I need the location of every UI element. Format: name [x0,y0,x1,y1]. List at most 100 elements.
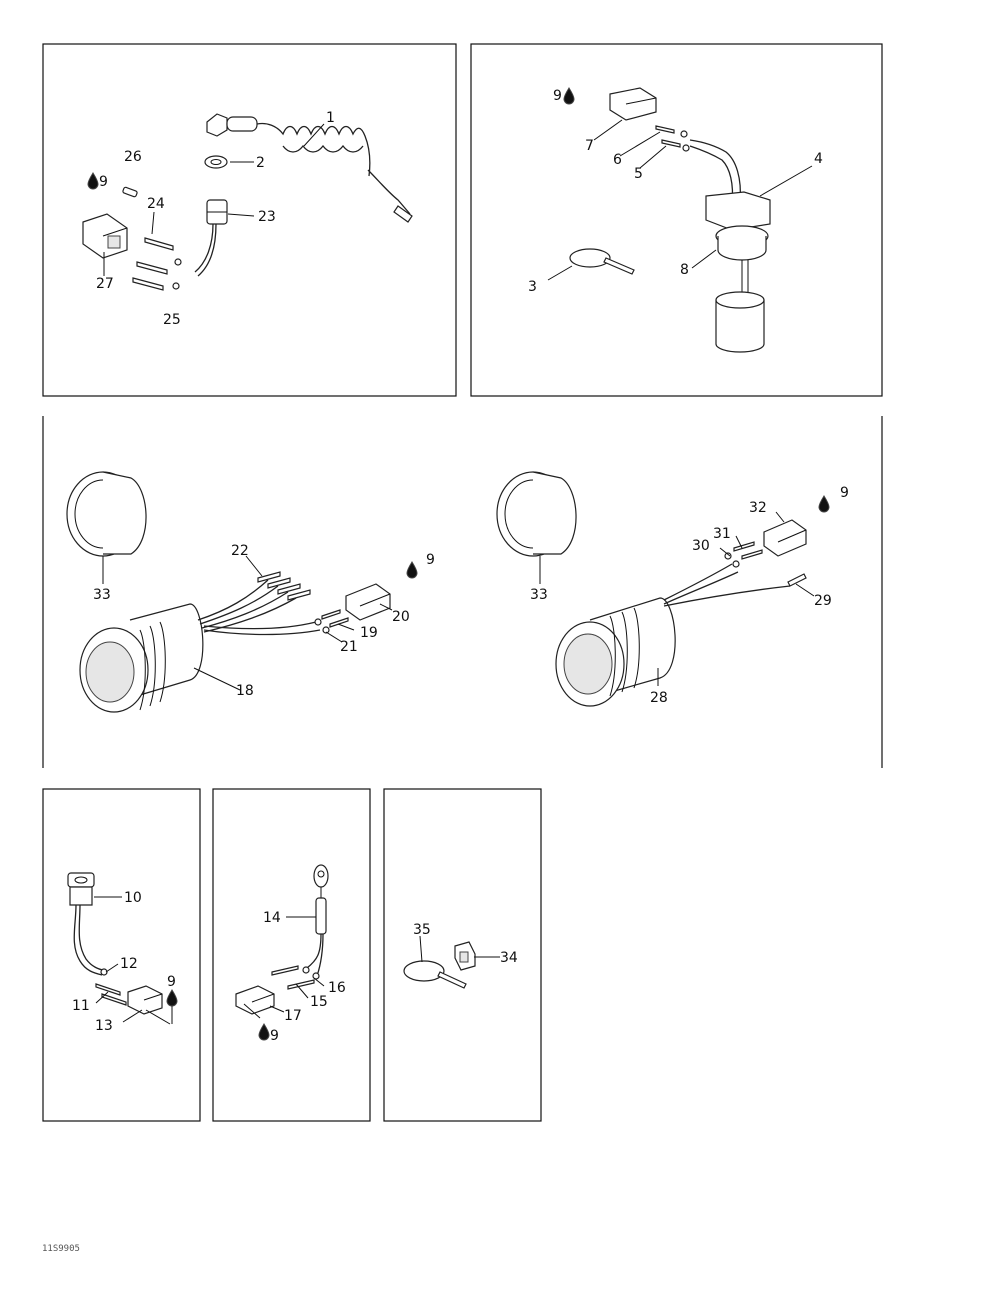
terminal [144,237,174,251]
callout-label: 6 [613,152,622,168]
callout-label: 18 [236,683,254,699]
switch-wire [197,223,217,277]
terminal [132,277,164,291]
callout-label: 33 [530,587,548,603]
callout-label: 14 [263,910,281,926]
terminal [321,609,341,620]
oil-drop-icon [87,172,99,190]
oil-drop-icon [818,495,830,513]
callout-label: 32 [749,500,767,516]
terminal [733,541,755,552]
gauge-assembly-left [66,471,391,713]
sensor-wire [689,139,742,203]
sensor-float [715,300,765,353]
panel-sender [212,788,371,1122]
reference-code: 11S9905 [42,1244,80,1254]
callout-label: 33 [93,587,111,603]
terminal [271,965,299,976]
sensor-head [705,191,771,231]
sender-assembly [235,864,329,1015]
switch-elbow [206,113,228,137]
callout-label: 26 [124,149,142,165]
panel-gauges [42,416,883,768]
terminal [257,571,281,583]
callout-label: 15 [310,994,328,1010]
callout-label: 9 [167,974,176,990]
callout-label: 16 [328,980,346,996]
panel-oil-tank-sensor [470,43,883,397]
switch-body [226,116,258,132]
callout-label: 19 [360,625,378,641]
sensor-wire [73,904,103,976]
callout-labels: 1 2 3 4 5 6 7 8 9 9 9 9 9 9 10 11 12 13 … [72,88,849,1044]
callout-label: 9 [840,485,849,501]
panel-sensor [42,788,201,1122]
callout-label: 4 [814,151,823,167]
tie-wrap [403,960,445,982]
callout-label: 28 [650,690,668,706]
sensor-assembly [67,872,163,1015]
connector-housing [609,87,657,121]
ring-terminal [313,864,329,888]
callout-label: 21 [340,639,358,655]
callout-label: 9 [270,1028,279,1044]
lanyard-cord [367,169,411,215]
lanyard-coil-lower [282,144,364,153]
oil-level-sensor-assembly [569,87,771,353]
oil-drop-icon [563,87,575,105]
connector-housing [763,519,807,557]
callout-label: 3 [528,279,537,295]
leader-lines [94,119,815,1025]
terminal [655,125,675,134]
callout-label: 34 [500,950,518,966]
callout-label: 11 [72,998,90,1014]
tie-wrap [569,248,611,268]
sender-sleeve [315,897,327,935]
callout-label: 10 [124,890,142,906]
washer [204,155,228,169]
terminal [661,139,681,148]
callout-label: 23 [258,209,276,225]
callout-label: 20 [392,609,410,625]
callout-label: 25 [163,312,181,328]
callout-label: 27 [96,276,114,292]
callout-label: 2 [256,155,265,171]
connector-housing [345,583,391,621]
callout-label: 9 [426,552,435,568]
lanyard-clip [393,205,413,223]
callout-label: 17 [284,1008,302,1024]
callout-label: 5 [634,166,643,182]
pin [122,186,138,198]
panel-kill-switch [42,43,457,397]
callout-label: 9 [553,88,562,104]
callout-label: 13 [95,1018,113,1034]
gauge-assembly-right [496,471,807,707]
terminal [95,983,121,996]
lanyard-coil [256,122,371,177]
callout-label: 24 [147,196,165,212]
oil-drop-icon [406,561,418,579]
sender-wire [306,933,322,969]
callout-label: 8 [680,262,689,278]
gauge-wire [197,579,269,621]
gauge-wire [663,563,733,601]
sensor-nut [67,872,95,888]
oil-drop-icon [258,1023,270,1041]
panel-tie-wrap [383,788,542,1122]
panel-frames [42,43,883,1122]
callout-label: 22 [231,543,249,559]
terminal [136,261,168,275]
callout-label: 30 [692,538,710,554]
callout-label: 1 [326,110,335,126]
lubricant-markers [87,87,830,1041]
kill-switch-assembly [82,113,413,291]
callout-label: 31 [713,526,731,542]
callout-label: 9 [99,174,108,190]
tie-wrap-assembly [403,941,476,989]
oil-drop-icon [166,989,178,1007]
callout-label: 12 [120,956,138,972]
callout-label: 35 [413,922,431,938]
connector-housing [235,985,275,1015]
terminal [787,573,807,587]
